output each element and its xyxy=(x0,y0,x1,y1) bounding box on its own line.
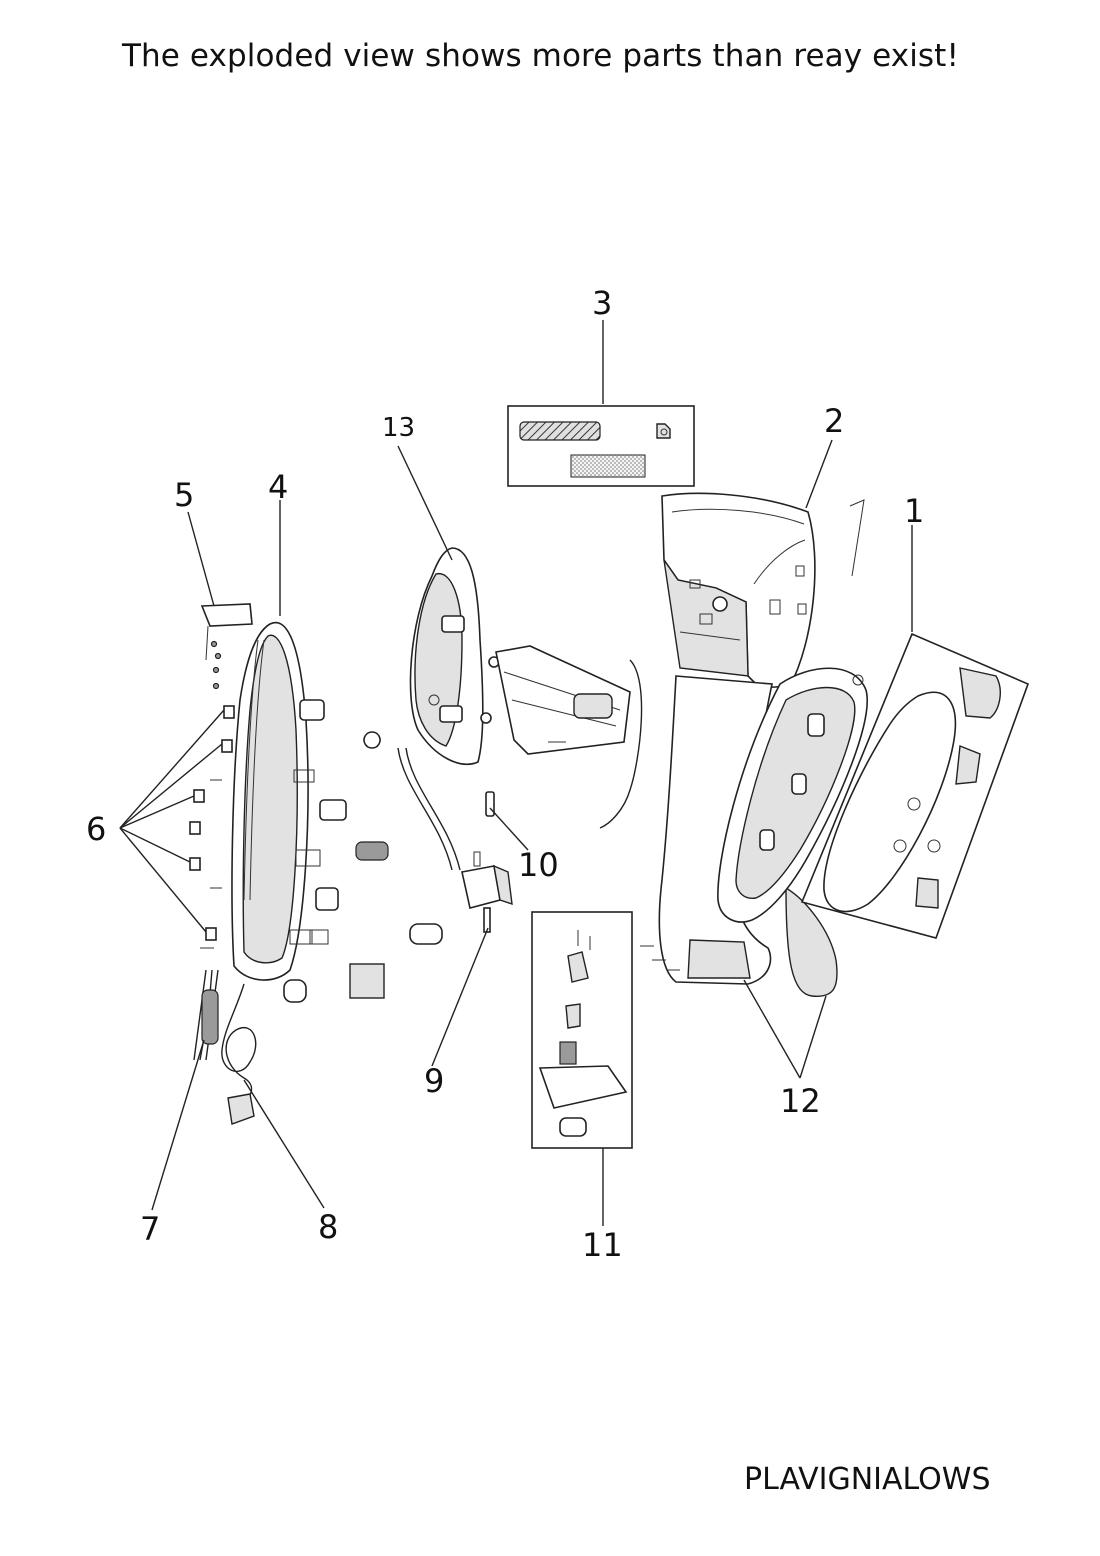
part-3-label-kit xyxy=(507,405,695,487)
callout-5: 5 xyxy=(174,476,194,514)
part-10-connector xyxy=(485,791,495,817)
callout-9: 9 xyxy=(424,1062,444,1100)
part-7-wiring xyxy=(193,969,219,1061)
callout-11: 11 xyxy=(582,1226,623,1264)
part-13-handle-cover xyxy=(409,547,500,765)
callout-4: 4 xyxy=(268,468,288,506)
callout-12: 12 xyxy=(780,1082,821,1120)
callout-7: 7 xyxy=(140,1210,160,1248)
part-11-valve-kit xyxy=(531,911,633,1149)
callout-10: 10 xyxy=(518,846,559,884)
callout-1: 1 xyxy=(904,492,924,530)
part-8-power-cord xyxy=(221,983,257,1125)
part-9-pump xyxy=(461,851,513,933)
callout-3: 3 xyxy=(592,284,612,322)
callout-2: 2 xyxy=(824,402,844,440)
callout-6: 6 xyxy=(86,810,106,848)
part-5-bracket xyxy=(200,603,253,690)
part-6-screws xyxy=(189,705,235,949)
warning-notice: The exploded view shows more parts than … xyxy=(122,38,959,74)
callout-labels: 1 2 3 4 5 6 7 8 9 10 11 12 13 xyxy=(86,284,924,1264)
callout-13: 13 xyxy=(382,413,415,443)
part-4-soleplate xyxy=(231,621,339,981)
leader-lines xyxy=(119,320,913,1226)
part-2-upper-housing xyxy=(661,492,865,689)
heater-frame xyxy=(495,645,643,829)
part-12-lower-housing xyxy=(640,675,838,997)
model-code: PLAVIGNIALOWS xyxy=(744,1462,991,1497)
internal-small-parts xyxy=(283,731,461,1003)
callout-8: 8 xyxy=(318,1208,338,1246)
part-1-base-assembly xyxy=(717,632,1030,939)
